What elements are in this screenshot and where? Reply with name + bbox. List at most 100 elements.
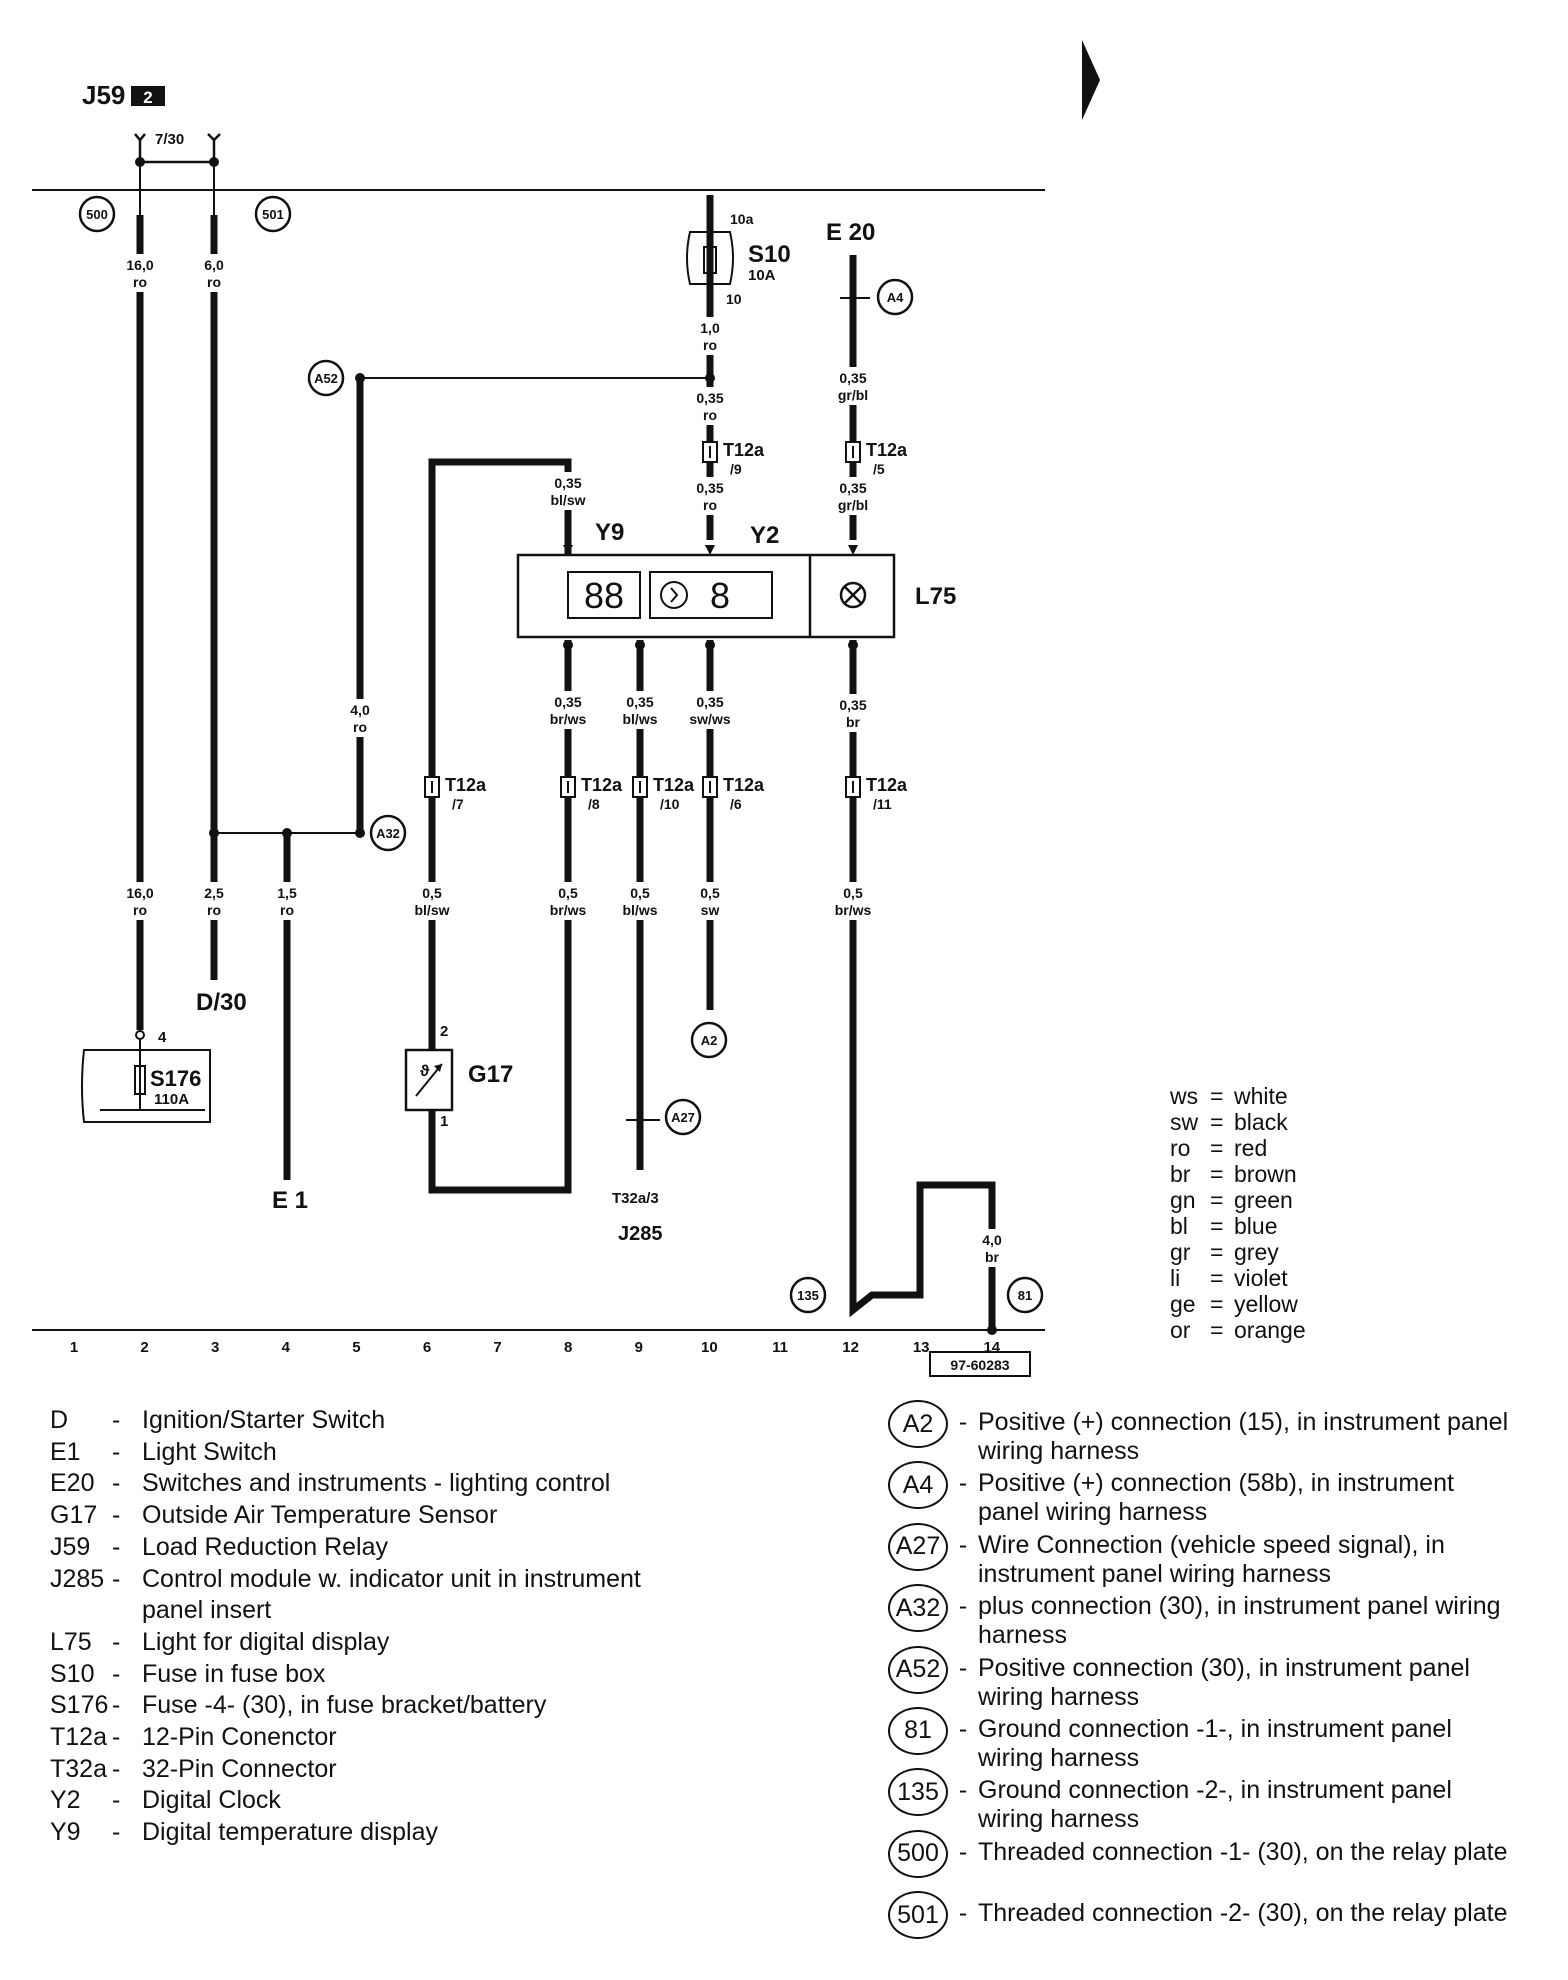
wire-size-label: 4,0 bbox=[982, 1232, 1002, 1248]
legend-desc: Load Reduction Relay bbox=[142, 1532, 388, 1561]
g17-label: G17 bbox=[468, 1061, 513, 1088]
track-number: 10 bbox=[701, 1339, 718, 1356]
track-number: 6 bbox=[423, 1339, 431, 1356]
legend-code: T12a bbox=[50, 1723, 107, 1752]
legend-desc: 32-Pin Connector bbox=[142, 1754, 337, 1783]
connection-code-circle: 135 bbox=[888, 1768, 948, 1817]
track-number: 5 bbox=[352, 1339, 360, 1356]
wire-label-bg bbox=[614, 882, 666, 920]
equals-sign: = bbox=[1210, 1109, 1224, 1135]
connection-circle-label: A32 bbox=[376, 826, 400, 841]
wire-size-label: 16,0 bbox=[126, 257, 153, 273]
g17-pin1-label: 1 bbox=[440, 1113, 448, 1130]
wire-color-label: bl/ws bbox=[622, 902, 657, 918]
wire-label-bg bbox=[542, 882, 594, 920]
legend-dash: - bbox=[958, 1653, 968, 1682]
connection-circle-label: 81 bbox=[1018, 1288, 1032, 1303]
s176-amp-label: 110A bbox=[154, 1091, 189, 1108]
legend-dash: - bbox=[958, 1469, 968, 1498]
legend-dash: - bbox=[112, 1406, 121, 1434]
legend-desc: Ignition/Starter Switch bbox=[142, 1406, 386, 1434]
color-code-row: br=brown bbox=[1170, 1161, 1306, 1187]
wire-color-label: br/ws bbox=[550, 902, 587, 918]
wire-label-bg bbox=[684, 317, 736, 355]
wire-size-label: 0,35 bbox=[839, 370, 866, 386]
connection-circle-label: 135 bbox=[797, 1288, 819, 1303]
color-name: violet bbox=[1234, 1265, 1288, 1291]
connection-legend-row: 81-Ground connection -1-, in instrument … bbox=[888, 1706, 1518, 1776]
wire-color-label: ro bbox=[133, 902, 147, 918]
t32a-label: T32a/3 bbox=[612, 1190, 659, 1207]
connection-legend-row: 135-Ground connection -2-, in instrument… bbox=[888, 1768, 1518, 1837]
t12a-pin-label: /9 bbox=[730, 461, 742, 477]
legend-dash: - bbox=[112, 1501, 121, 1530]
legend-dash: - bbox=[958, 1714, 968, 1743]
legend-code: Y9 bbox=[50, 1818, 81, 1847]
wires bbox=[136, 195, 996, 1330]
j59-label: J59 bbox=[82, 80, 125, 110]
connection-code-circle: 81 bbox=[888, 1706, 948, 1755]
y9-label: Y9 bbox=[595, 519, 624, 546]
legend-code: E1 bbox=[50, 1437, 81, 1466]
connection-circle-label: 500 bbox=[86, 207, 108, 222]
t12a-label: T12a bbox=[866, 440, 908, 460]
wire-label-bg bbox=[542, 691, 594, 729]
legend-dash: - bbox=[112, 1532, 121, 1561]
j285-label: J285 bbox=[618, 1223, 663, 1245]
color-name: orange bbox=[1234, 1317, 1306, 1343]
color-abbrev: bl bbox=[1170, 1213, 1188, 1239]
color-code-row: sw=black bbox=[1170, 1109, 1306, 1135]
legend-dash: - bbox=[112, 1723, 121, 1752]
connection-desc: Threaded connection -2- (30), on the rel… bbox=[978, 1899, 1508, 1928]
wire-label-bg bbox=[827, 477, 879, 515]
legend-row: T12a-12-Pin Conenctor bbox=[50, 1722, 702, 1754]
s176-label: S176 bbox=[150, 1066, 201, 1091]
wire-label-bg bbox=[334, 699, 386, 737]
wire-color-label: ro bbox=[703, 497, 717, 513]
wire-label-bg bbox=[684, 691, 736, 729]
wire-color-label: bl/sw bbox=[414, 902, 449, 918]
t12a-label: T12a bbox=[866, 775, 908, 795]
color-name: brown bbox=[1234, 1161, 1297, 1187]
svg-text:ϑ: ϑ bbox=[420, 1063, 430, 1080]
legend-row: S176-Fuse -4- (30), in fuse bracket/batt… bbox=[50, 1690, 702, 1722]
legend-row: Y9-Digital temperature display bbox=[50, 1817, 702, 1849]
color-abbrev: gn bbox=[1170, 1187, 1196, 1213]
legend-desc: Control module w. indicator unit in inst… bbox=[142, 1564, 641, 1625]
wire-color-label: ro bbox=[133, 274, 147, 290]
wire-size-label: 0,35 bbox=[696, 390, 723, 406]
track-number: 3 bbox=[211, 1339, 219, 1356]
connection-legend-row: A2-Positive (+) connection (15), in inst… bbox=[888, 1400, 1518, 1469]
legend-code: J285 bbox=[50, 1564, 105, 1593]
connection-circle-a2 bbox=[690, 1021, 728, 1059]
legend-desc: Light Switch bbox=[142, 1437, 277, 1466]
legend-desc: Switches and instruments - lighting cont… bbox=[142, 1469, 611, 1498]
connection-desc: Ground connection -2-, in instrument pan… bbox=[978, 1776, 1452, 1834]
e20-label: E 20 bbox=[826, 219, 875, 246]
legend-row: T32a-32-Pin Connector bbox=[50, 1754, 702, 1786]
legend-row: D -Ignition/Starter Switch bbox=[50, 1405, 702, 1437]
wire-size-label: 0,5 bbox=[422, 885, 442, 901]
wire-color-label: sw bbox=[701, 902, 720, 918]
connection-circle-label: A2 bbox=[701, 1033, 718, 1048]
connection-circle-label: 501 bbox=[262, 207, 284, 222]
connection-legend-row: A52-Positive connection (30), in instrum… bbox=[888, 1645, 1518, 1715]
wire-label-bg bbox=[827, 367, 879, 405]
equals-sign: = bbox=[1210, 1317, 1224, 1343]
color-code-row: li=violet bbox=[1170, 1265, 1306, 1291]
track-number: 11 bbox=[772, 1339, 788, 1356]
color-name: green bbox=[1234, 1187, 1293, 1213]
t12a-label: T12a bbox=[723, 440, 765, 460]
connection-circle-a32 bbox=[369, 814, 407, 852]
legend-desc: Fuse in fuse box bbox=[142, 1659, 326, 1688]
connection-legend-row: A4-Positive (+) connection (58b), in ins… bbox=[888, 1461, 1518, 1530]
color-name: grey bbox=[1234, 1239, 1279, 1265]
wire-label-bg bbox=[827, 694, 879, 732]
wire-label-bg bbox=[966, 1229, 1018, 1267]
l75-label: L75 bbox=[915, 583, 956, 610]
ref-label: 97-60283 bbox=[950, 1357, 1009, 1373]
legend-code: D bbox=[50, 1406, 69, 1434]
legend-row: L75-Light for digital display bbox=[50, 1627, 702, 1659]
wire-color-label: bl/sw bbox=[550, 492, 585, 508]
track-number: 7 bbox=[493, 1339, 501, 1356]
